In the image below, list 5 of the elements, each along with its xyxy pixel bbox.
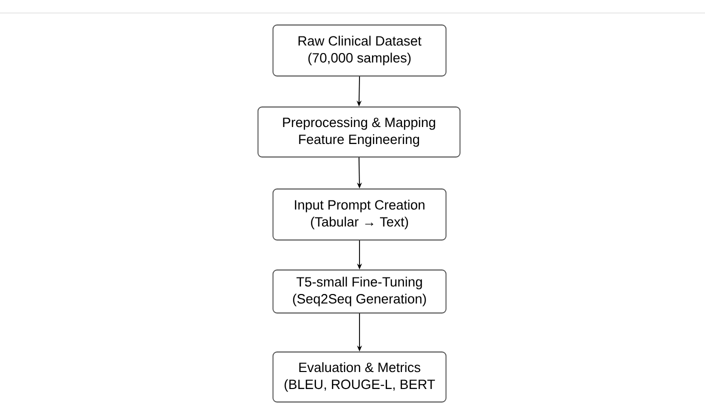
process-box: Raw Clinical Dataset (70,000 samples): [272, 24, 446, 76]
process-box: Input Prompt Creation (Tabular → Text): [272, 188, 446, 240]
process-box: Preprocessing & Mapping Feature Engineering: [258, 106, 460, 158]
process-box: Evaluation & Metrics (BLEU, ROUGE-L, BERT: [272, 352, 446, 402]
process-box: T5-small Fine-Tuning (Seq2Seq Generation): [272, 270, 446, 314]
